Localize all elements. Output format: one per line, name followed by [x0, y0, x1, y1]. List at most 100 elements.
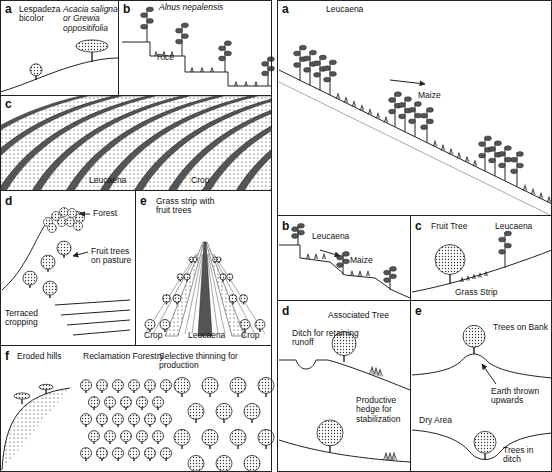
leaf-cluster: [314, 61, 321, 66]
leaf-cluster: [505, 231, 512, 236]
tree-symbol: [23, 271, 37, 288]
crop-symbol: [210, 67, 213, 72]
leader-arrow: [73, 252, 88, 256]
ground-line: [412, 250, 552, 292]
leaf-cluster: [176, 28, 183, 33]
tree-symbol: [161, 448, 172, 461]
annotation-label: Earth thrown upwards: [491, 387, 551, 406]
tree-crown: [113, 380, 124, 391]
leaf-cluster: [421, 125, 428, 130]
tree-symbol: [184, 274, 190, 282]
annotation-label: Crop: [241, 331, 259, 340]
leaf-cluster: [499, 163, 506, 168]
hill-outline: [2, 211, 85, 290]
annotation-label: Forest: [93, 209, 117, 218]
leaf-cluster: [147, 7, 154, 12]
illustration-layer: [0, 7, 552, 472]
panel-letter: a: [282, 3, 289, 16]
tree-symbol: [227, 274, 233, 282]
tree-symbol: [216, 403, 232, 423]
grass-strip: [206, 242, 245, 336]
tree-crown: [76, 40, 108, 52]
leaf-cluster: [489, 158, 496, 163]
leaf-cluster: [330, 60, 337, 65]
figure-panel: fEroded hillsReclamation ForestrySelecti…: [0, 345, 272, 472]
leaf-cluster: [310, 50, 317, 55]
tree-symbol: [145, 448, 156, 461]
leaf-cluster: [298, 230, 305, 235]
annotation-label: Eroded hills: [17, 352, 61, 361]
annotation-label: Trees on Bank: [493, 323, 548, 332]
tree-crown: [193, 257, 198, 262]
leaf-cluster: [300, 45, 307, 50]
crop-symbol: [322, 254, 326, 259]
tree-crown: [240, 320, 250, 330]
leaf-cluster: [489, 147, 496, 152]
annotation-label: Acacia saligna or Grewia oppositifolia: [63, 5, 119, 33]
crop-symbol: [460, 277, 463, 282]
tree-symbol: [145, 380, 156, 393]
leader-arrow: [482, 364, 496, 384]
ground-line: [279, 360, 410, 390]
terrace-line: [61, 310, 130, 315]
leaf-cluster: [415, 102, 422, 107]
crop-row: [145, 254, 196, 334]
leucaena-symbol: [141, 7, 154, 42]
tree-crown: [97, 448, 108, 459]
leaf-cluster: [182, 23, 189, 28]
crop-row: [153, 254, 197, 334]
tree-crown: [145, 320, 155, 330]
tree-symbol: [244, 455, 260, 472]
umbrella-tree-symbol: [14, 393, 30, 404]
leaf-cluster: [485, 136, 492, 141]
leucaena-symbol: [421, 107, 434, 142]
crop-row: [213, 254, 256, 334]
leucaena-symbol: [399, 97, 412, 132]
tree-symbol: [202, 429, 218, 449]
annotation-label: Crop: [144, 331, 162, 340]
tree-crown: [244, 403, 260, 419]
leaf-cluster: [324, 66, 331, 71]
annotation-label: Leucaena: [495, 222, 532, 231]
tree-symbol: [105, 431, 116, 444]
annotation-label: Grass strip with fruit trees: [156, 197, 228, 216]
crop-symbol: [366, 271, 370, 276]
annotation-label: Fruit trees on pasture: [91, 247, 135, 266]
tree-crown: [160, 320, 170, 330]
annotation-label: Rice: [157, 53, 174, 62]
leaf-cluster: [511, 157, 518, 162]
tree-crown: [202, 429, 218, 445]
leaf-cluster: [141, 24, 148, 29]
leucaena-symbol: [479, 136, 492, 171]
contour-bands: [1, 96, 271, 190]
figure-panel: bAlnus nepalensisRice: [118, 0, 272, 96]
tree-crown: [129, 380, 140, 391]
leaf-cluster: [399, 102, 406, 107]
panel-letter: d: [5, 195, 12, 208]
tree-crown: [30, 64, 42, 76]
leucaena-symbol: [262, 57, 275, 86]
forest-crown: [58, 218, 67, 227]
leaf-cluster: [427, 119, 434, 124]
crop-symbol: [306, 254, 310, 259]
leaf-cluster: [262, 61, 269, 66]
leaf-cluster: [399, 114, 406, 119]
tree-crown: [145, 448, 156, 459]
figure-panel: eGrass strip with fruit treesCropLeucaen…: [135, 190, 272, 346]
tree-crown: [89, 397, 100, 408]
tree-crown: [81, 380, 92, 391]
tree-symbol: [153, 431, 164, 444]
crop-symbol: [254, 81, 257, 86]
leucaena-symbol: [324, 60, 337, 95]
panel-letter: e: [140, 195, 147, 208]
tree-symbol: [137, 397, 148, 410]
crop-symbol: [377, 369, 382, 377]
tree-symbol: [220, 274, 226, 282]
annotation-label: Alnus nepalensis: [159, 3, 239, 12]
tree-symbol: [188, 403, 204, 423]
tree-crown: [137, 397, 148, 408]
crop-symbol: [384, 116, 388, 122]
figure-panel: cFruit TreeLeucaenaGrass Strip: [410, 215, 552, 301]
tree-symbol: [43, 281, 57, 298]
